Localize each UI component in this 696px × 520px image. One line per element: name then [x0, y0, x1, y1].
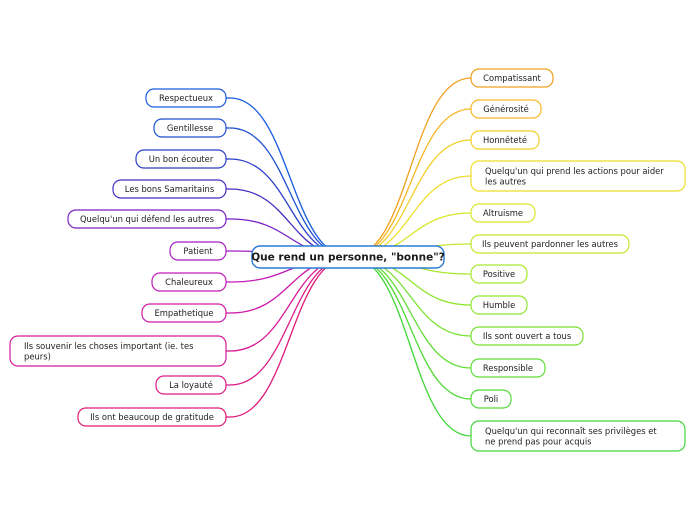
right-node-box — [470, 389, 512, 409]
left-node-box — [9, 335, 227, 367]
right-node-box — [470, 130, 540, 150]
right-node-label: Ils peuvent pardonner les autres — [482, 239, 618, 249]
left-node-label: Quelqu'un qui défend les autres — [80, 214, 214, 224]
right-node-label: Compatissant — [483, 73, 541, 83]
left-node[interactable]: Gentillesse — [153, 118, 227, 138]
left-node-label: peurs) — [24, 351, 51, 361]
right-node[interactable]: Compatissant — [470, 68, 554, 88]
left-node-box — [141, 303, 227, 323]
left-node[interactable]: Les bons Samaritains — [112, 179, 227, 199]
right-node-box — [470, 326, 584, 346]
right-node-label: Positive — [483, 269, 515, 279]
left-node-label: Un bon écouter — [149, 154, 214, 164]
left-node-box — [77, 407, 227, 427]
right-node[interactable]: Ils sont ouvert a tous — [470, 326, 584, 346]
left-branch-line — [229, 158, 351, 258]
left-node-box — [145, 88, 227, 108]
right-nodes: CompatissantGénérositéHonnêtetéQuelqu'un… — [470, 68, 686, 452]
left-node-box — [153, 118, 227, 138]
right-node[interactable]: Humble — [470, 295, 528, 315]
left-node[interactable]: Empathetique — [141, 303, 227, 323]
left-node-label: Respectueux — [159, 93, 213, 103]
right-node[interactable]: Quelqu'un qui reconnaît ses privilèges e… — [470, 420, 686, 452]
left-node-box — [155, 375, 227, 395]
right-node[interactable]: Ils peuvent pardonner les autres — [470, 234, 630, 254]
right-node-label: ne prend pas pour acquis — [485, 436, 592, 446]
left-node[interactable]: Ils souvenir les choses important (ie. t… — [9, 335, 227, 367]
left-node[interactable]: Respectueux — [145, 88, 227, 108]
left-node-box — [67, 209, 227, 229]
left-node[interactable]: La loyauté — [155, 375, 227, 395]
right-node-box — [470, 68, 554, 88]
left-node-label: Les bons Samaritains — [125, 184, 214, 194]
central-topic[interactable]: Que rend un personne, "bonne"? — [251, 245, 445, 269]
left-node-label: Gentillesse — [167, 123, 213, 133]
right-branch-line — [349, 256, 472, 400]
right-node-box — [470, 358, 546, 378]
left-node-box — [112, 179, 227, 199]
left-node-label: Patient — [183, 246, 213, 256]
right-node-label: Quelqu'un qui prend les actions pour aid… — [485, 166, 664, 176]
left-node-label: Ils ont beaucoup de gratitude — [90, 412, 214, 422]
right-node-box — [470, 203, 536, 223]
right-node[interactable]: Responsible — [470, 358, 546, 378]
right-node-label: Responsible — [483, 363, 533, 373]
right-branch-line — [349, 139, 472, 258]
right-node[interactable]: Honnêteté — [470, 130, 540, 150]
left-node-label: La loyauté — [169, 380, 213, 390]
left-branch-line — [229, 97, 351, 258]
right-node[interactable]: Quelqu'un qui prend les actions pour aid… — [470, 160, 686, 192]
left-node-label: Empathetique — [154, 308, 213, 318]
right-node-label: Poli — [484, 394, 499, 404]
left-node-box — [169, 241, 227, 261]
right-node-label: Quelqu'un qui reconnaît ses privilèges e… — [485, 426, 657, 436]
right-node-label: Générosité — [483, 104, 529, 114]
right-node-label: Altruisme — [483, 208, 523, 218]
right-node-box — [470, 420, 686, 452]
left-node-box — [151, 272, 227, 292]
right-branch-line — [349, 256, 472, 337]
left-node[interactable]: Ils ont beaucoup de gratitude — [77, 407, 227, 427]
left-branch-line — [229, 256, 351, 386]
central-topic-box — [251, 245, 445, 269]
right-branch-line — [349, 77, 472, 258]
right-node-label: Honnêteté — [483, 135, 527, 145]
left-node[interactable]: Chaleureux — [151, 272, 227, 292]
right-node[interactable]: Générosité — [470, 99, 542, 119]
right-node-label: les autres — [485, 176, 526, 186]
right-node[interactable]: Positive — [470, 264, 528, 284]
left-node[interactable]: Patient — [169, 241, 227, 261]
right-node-box — [470, 160, 686, 192]
right-node-label: Ils sont ouvert a tous — [483, 331, 571, 341]
right-node-label: Humble — [483, 300, 516, 310]
left-node[interactable]: Un bon écouter — [135, 149, 227, 169]
left-node-label: Ils souvenir les choses important (ie. t… — [24, 341, 193, 351]
left-node-box — [135, 149, 227, 169]
right-node-box — [470, 295, 528, 315]
right-node-box — [470, 234, 630, 254]
central-topic-label: Que rend un personne, "bonne"? — [251, 252, 445, 264]
right-node-box — [470, 264, 528, 284]
right-branch-line — [349, 256, 472, 437]
right-node[interactable]: Poli — [470, 389, 512, 409]
left-node[interactable]: Quelqu'un qui défend les autres — [67, 209, 227, 229]
right-node[interactable]: Altruisme — [470, 203, 536, 223]
right-node-box — [470, 99, 542, 119]
left-node-label: Chaleureux — [165, 277, 213, 287]
